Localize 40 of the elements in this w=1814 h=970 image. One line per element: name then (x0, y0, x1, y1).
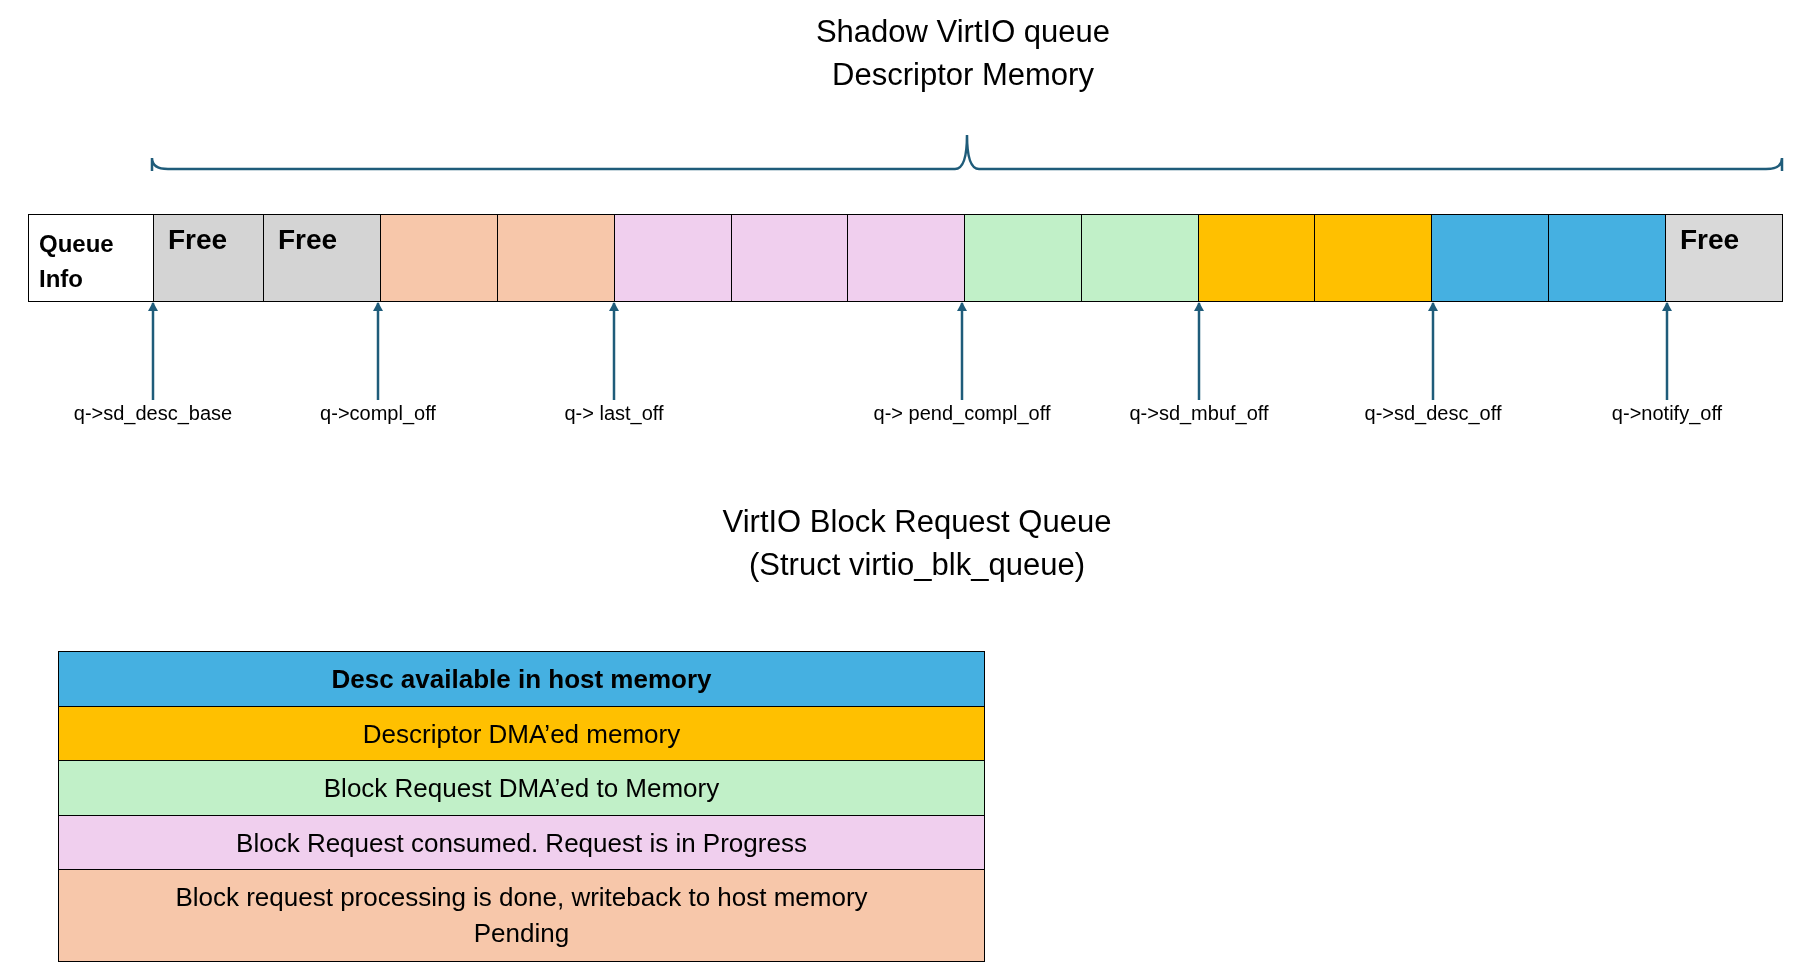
memory-cell (847, 214, 965, 302)
cell-label: Free (168, 225, 228, 256)
cell-label: Free (278, 225, 338, 256)
pointer-label: q-> pend_compl_off (873, 402, 1051, 425)
legend-row: Block request processing is done, writeback to host memory Pending (58, 869, 985, 962)
memory-cell (1198, 214, 1315, 302)
pointer-arrow (1194, 302, 1204, 400)
pointer-label: q->compl_off (320, 402, 436, 425)
memory-cell (1081, 214, 1199, 302)
legend-row: Descriptor DMA’ed memory (58, 706, 985, 762)
pointer-label: q->sd_mbuf_off (1129, 402, 1269, 425)
free-cell (1665, 214, 1783, 302)
pointer-arrow (148, 302, 158, 400)
legend-row: Block Request consumed. Request is in Progress (58, 815, 985, 871)
memory-cell (1548, 214, 1666, 302)
pointer-label: q->sd_desc_base (73, 402, 233, 425)
pointer-arrow (1662, 302, 1672, 400)
memory-cell (614, 214, 732, 302)
pointer-arrow (373, 302, 383, 400)
memory-cell (731, 214, 848, 302)
cell-label: Queue Info (39, 229, 115, 294)
legend-row: Desc available in host memory (58, 651, 985, 708)
pointer-label: q->sd_desc_off (1364, 402, 1502, 425)
memory-cell (380, 214, 498, 302)
memory-cell (1314, 214, 1432, 302)
legend-row: Block Request DMA’ed to Memory (58, 760, 985, 817)
cell-label: Free (1680, 225, 1740, 256)
free-cell (153, 214, 264, 302)
diagram-title: Shadow VirtIO queue Descriptor Memory (814, 13, 1112, 95)
pointer-label: q-> last_off (564, 402, 664, 425)
queue-info-cell (28, 214, 154, 302)
pointer-label: q->notify_off (1611, 402, 1723, 425)
free-cell (263, 214, 381, 302)
memory-cell (497, 214, 615, 302)
queue-heading: VirtIO Block Request Queue (Struct virtio_blk_queue) (721, 503, 1113, 585)
memory-cell (1431, 214, 1549, 302)
pointer-arrow (957, 302, 967, 400)
memory-cell (964, 214, 1082, 302)
pointer-arrow (1428, 302, 1438, 400)
pointer-arrow (609, 302, 619, 400)
